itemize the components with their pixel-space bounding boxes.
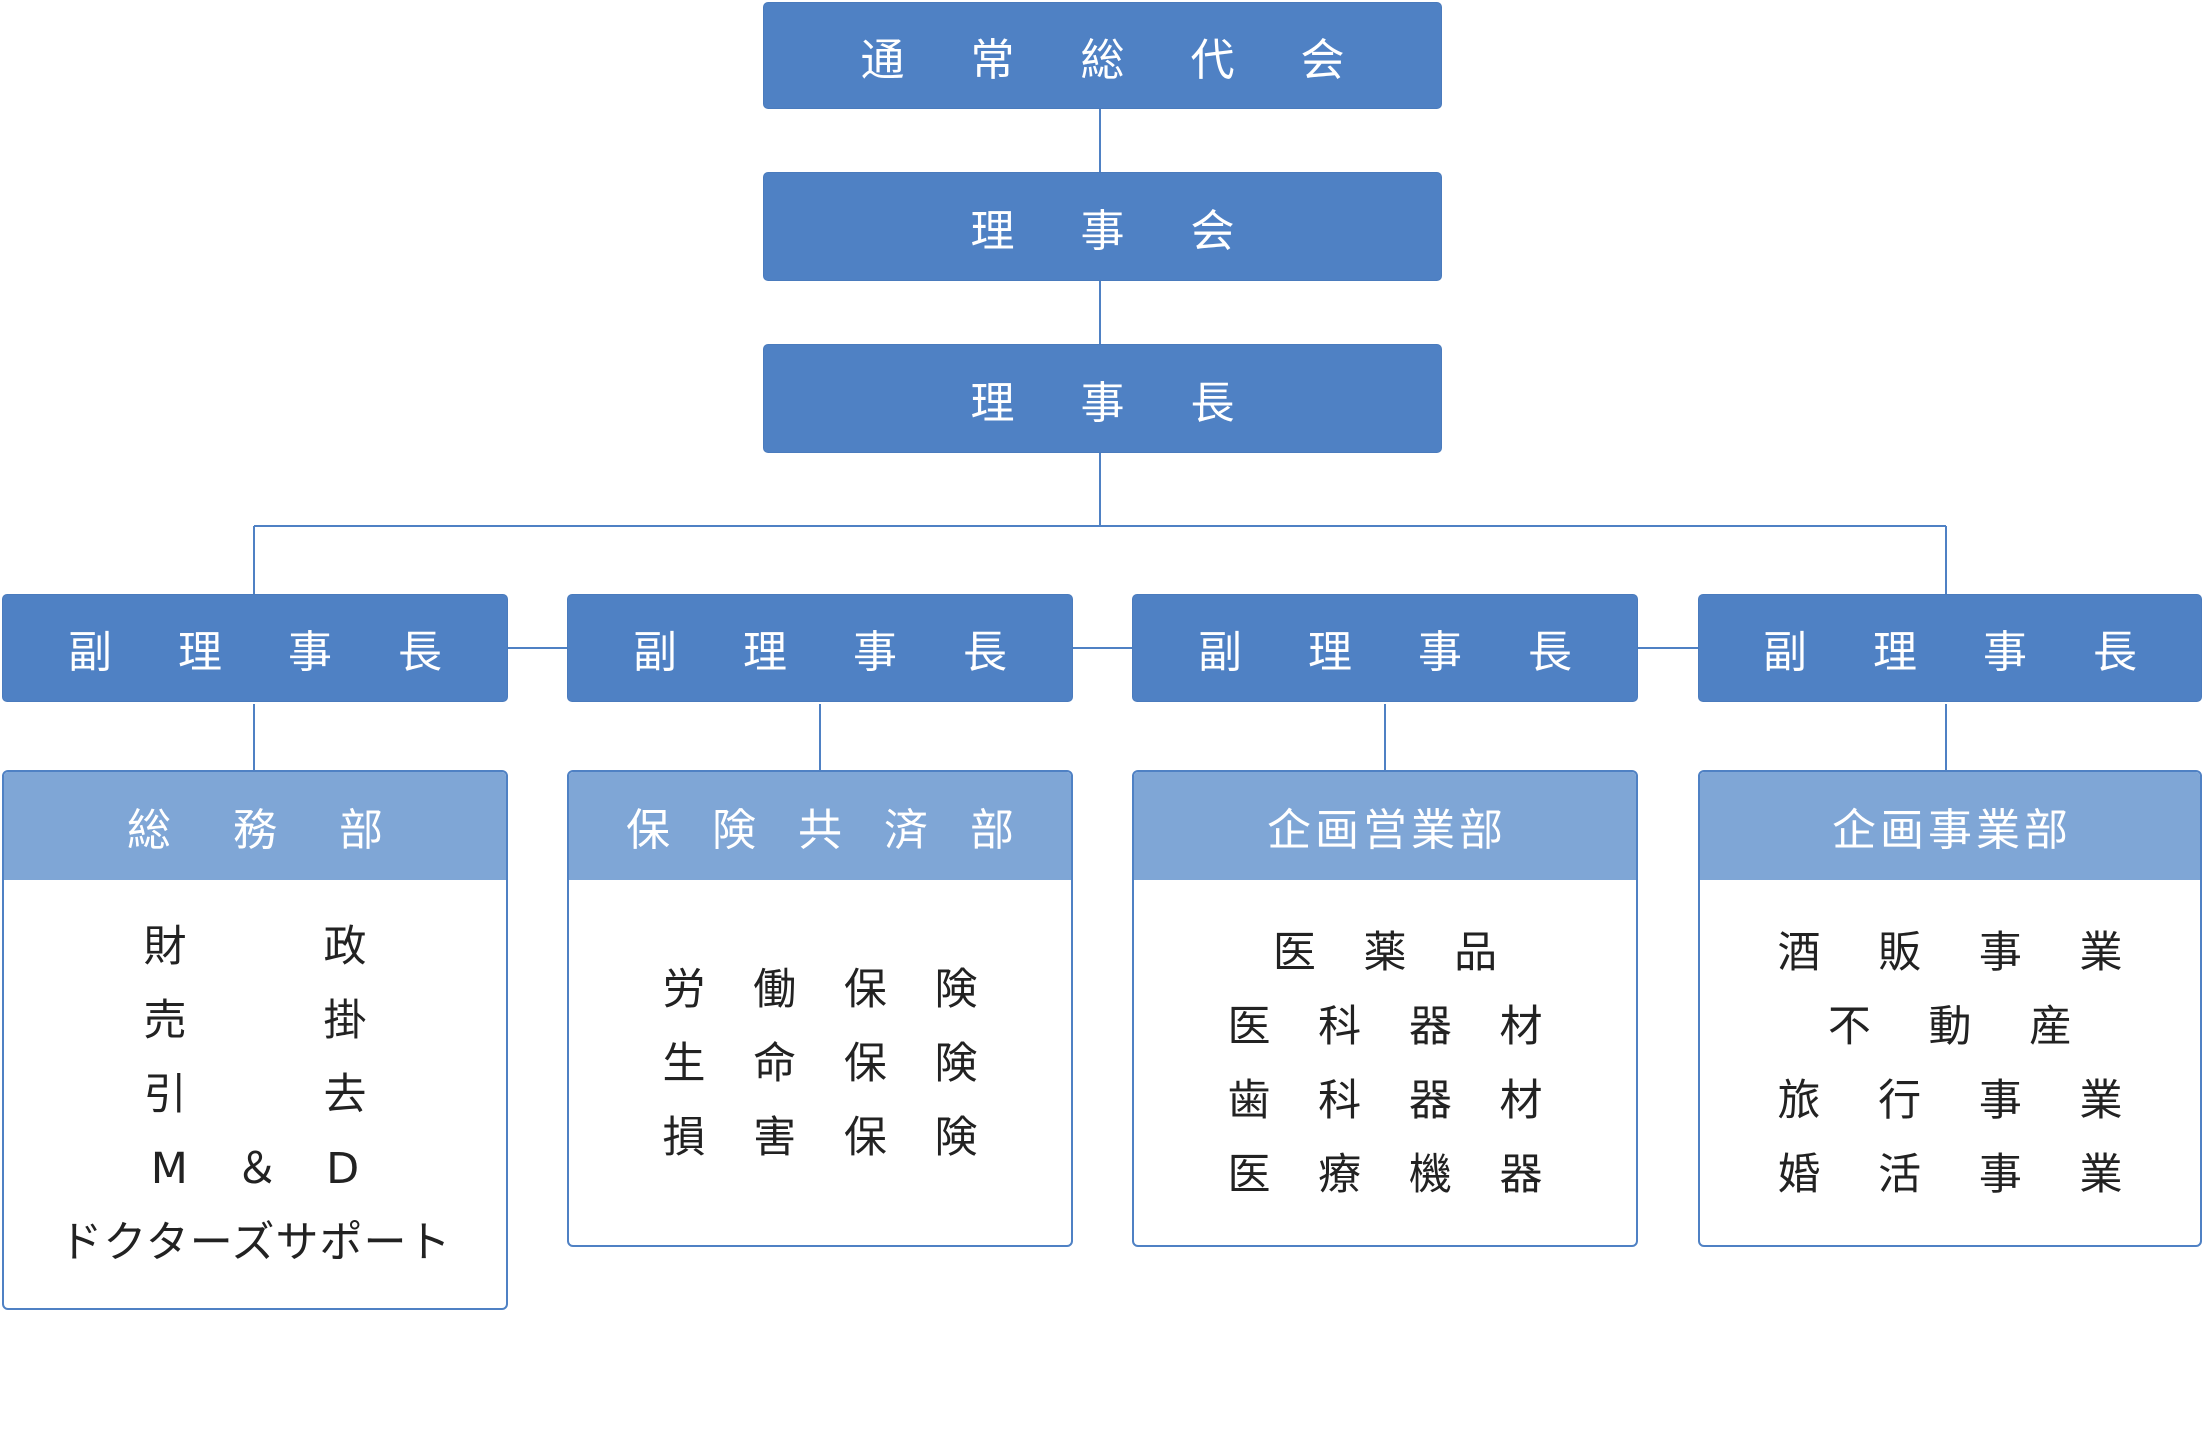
list-item: 歯 科 器 材 (1227, 1075, 1560, 1126)
list-item: 財 政 (143, 922, 384, 972)
list-item: 損 害 保 険 (662, 1112, 995, 1163)
dept-insurance: 保 険 共 済 部 労 働 保 険 生 命 保 険 損 害 保 険 (567, 770, 1073, 1247)
list-item: 酒 販 事 業 (1777, 927, 2145, 978)
list-item: ドクターズサポート (59, 1218, 452, 1268)
dept-general-affairs: 総 務 部 財 政 売 掛 引 去 M ＆ D ドクターズサポート (2, 770, 508, 1310)
list-item: 引 去 (143, 1070, 384, 1120)
vice-chairman-box-2: 副 理 事 長 (567, 594, 1073, 702)
vice-chairman-box-1: 副 理 事 長 (2, 594, 508, 702)
board-box: 理 事 会 (763, 172, 1442, 281)
list-item: 労 働 保 険 (662, 964, 995, 1015)
vice-chairman-box-4: 副 理 事 長 (1698, 594, 2202, 702)
list-item: 婚 活 事 業 (1777, 1149, 2145, 1200)
list-item: M ＆ D (150, 1144, 377, 1194)
list-item: 医 薬 品 (1272, 927, 1515, 978)
dept-planning-business-items: 酒 販 事 業 不 動 産 旅 行 事 業 婚 活 事 業 (1700, 880, 2200, 1245)
dept-planning-business-title: 企画事業部 (1700, 772, 2200, 880)
general-meeting-box: 通 常 総 代 会 (763, 2, 1442, 109)
list-item: 医 科 器 材 (1227, 1001, 1560, 1052)
list-item: 売 掛 (143, 996, 384, 1046)
list-item: 不 動 産 (1827, 1001, 2095, 1052)
dept-insurance-title: 保 険 共 済 部 (569, 772, 1071, 880)
dept-insurance-items: 労 働 保 険 生 命 保 険 損 害 保 険 (569, 880, 1071, 1245)
dept-planning-sales-title: 企画営業部 (1134, 772, 1636, 880)
dept-planning-business: 企画事業部 酒 販 事 業 不 動 産 旅 行 事 業 婚 活 事 業 (1698, 770, 2202, 1247)
list-item: 医 療 機 器 (1227, 1149, 1560, 1200)
dept-general-affairs-items: 財 政 売 掛 引 去 M ＆ D ドクターズサポート (4, 880, 506, 1308)
dept-general-affairs-title: 総 務 部 (4, 772, 506, 880)
list-item: 生 命 保 険 (662, 1038, 995, 1089)
chairman-box: 理 事 長 (763, 344, 1442, 453)
list-item: 旅 行 事 業 (1777, 1075, 2145, 1126)
dept-planning-sales: 企画営業部 医 薬 品 医 科 器 材 歯 科 器 材 医 療 機 器 (1132, 770, 1638, 1247)
vice-chairman-box-3: 副 理 事 長 (1132, 594, 1638, 702)
dept-planning-sales-items: 医 薬 品 医 科 器 材 歯 科 器 材 医 療 機 器 (1134, 880, 1636, 1245)
